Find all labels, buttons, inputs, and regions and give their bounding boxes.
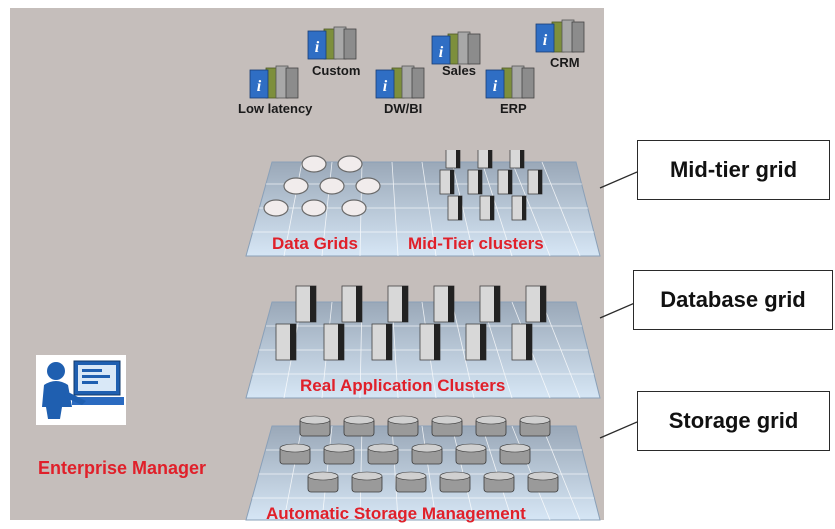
svg-text:i: i — [383, 78, 388, 95]
app-label-low-latency: Low latency — [238, 101, 313, 116]
svg-text:i: i — [493, 78, 498, 95]
application-icon: i — [431, 31, 481, 65]
svg-text:i: i — [543, 32, 548, 49]
mid-tier-grid-callout: Mid-tier grid — [637, 140, 830, 200]
app-custom: i Custom — [306, 25, 406, 85]
app-sales: i Sales — [430, 30, 530, 90]
storage-grid-callout: Storage grid — [637, 391, 830, 451]
enterprise-manager-icon — [36, 355, 126, 430]
app-erp: i ERP — [484, 64, 584, 124]
database-platform: Real Application Clusters — [244, 282, 604, 402]
application-icon: i — [485, 65, 535, 99]
app-label-crm: CRM — [550, 55, 580, 70]
database-grid-label: Database grid — [660, 287, 806, 312]
database-grid-floor — [245, 285, 601, 399]
app-low-latency: i Low latency — [238, 64, 348, 124]
data-grid-nodes — [263, 155, 381, 217]
enterprise-manager-label: Enterprise Manager — [38, 458, 207, 478]
storage-platform: Automatic Storage Management — [244, 412, 604, 524]
svg-text:i: i — [439, 44, 444, 61]
real-application-clusters-label: Real Application Clusters — [300, 376, 506, 395]
svg-text:i: i — [315, 39, 320, 56]
data-grids-label: Data Grids — [272, 234, 358, 253]
app-label-erp: ERP — [500, 101, 527, 116]
application-icon: i — [307, 26, 357, 60]
application-icon: i — [249, 65, 299, 99]
app-label-custom: Custom — [312, 63, 361, 78]
svg-text:i: i — [257, 78, 262, 95]
app-crm: i CRM — [534, 18, 634, 78]
mid-tier-clusters-label: Mid-Tier clusters — [408, 234, 544, 253]
database-grid-callout: Database grid — [633, 270, 833, 330]
database-servers — [275, 285, 547, 361]
storage-grid-floor — [245, 415, 601, 521]
app-label-sales: Sales — [442, 63, 476, 78]
app-dw-bi: i DW/BI — [374, 64, 474, 124]
storage-grid-label: Storage grid — [668, 408, 799, 433]
mid-tier-platform: Data Grids Mid-Tier clusters — [244, 143, 604, 260]
app-label-dw-bi: DW/BI — [384, 101, 423, 116]
mid-tier-grid-floor — [245, 143, 601, 257]
application-icon: i — [375, 65, 425, 99]
automatic-storage-management-label: Automatic Storage Management — [266, 504, 526, 523]
mid-tier-grid-label: Mid-tier grid — [669, 157, 798, 182]
application-icon: i — [535, 19, 585, 53]
